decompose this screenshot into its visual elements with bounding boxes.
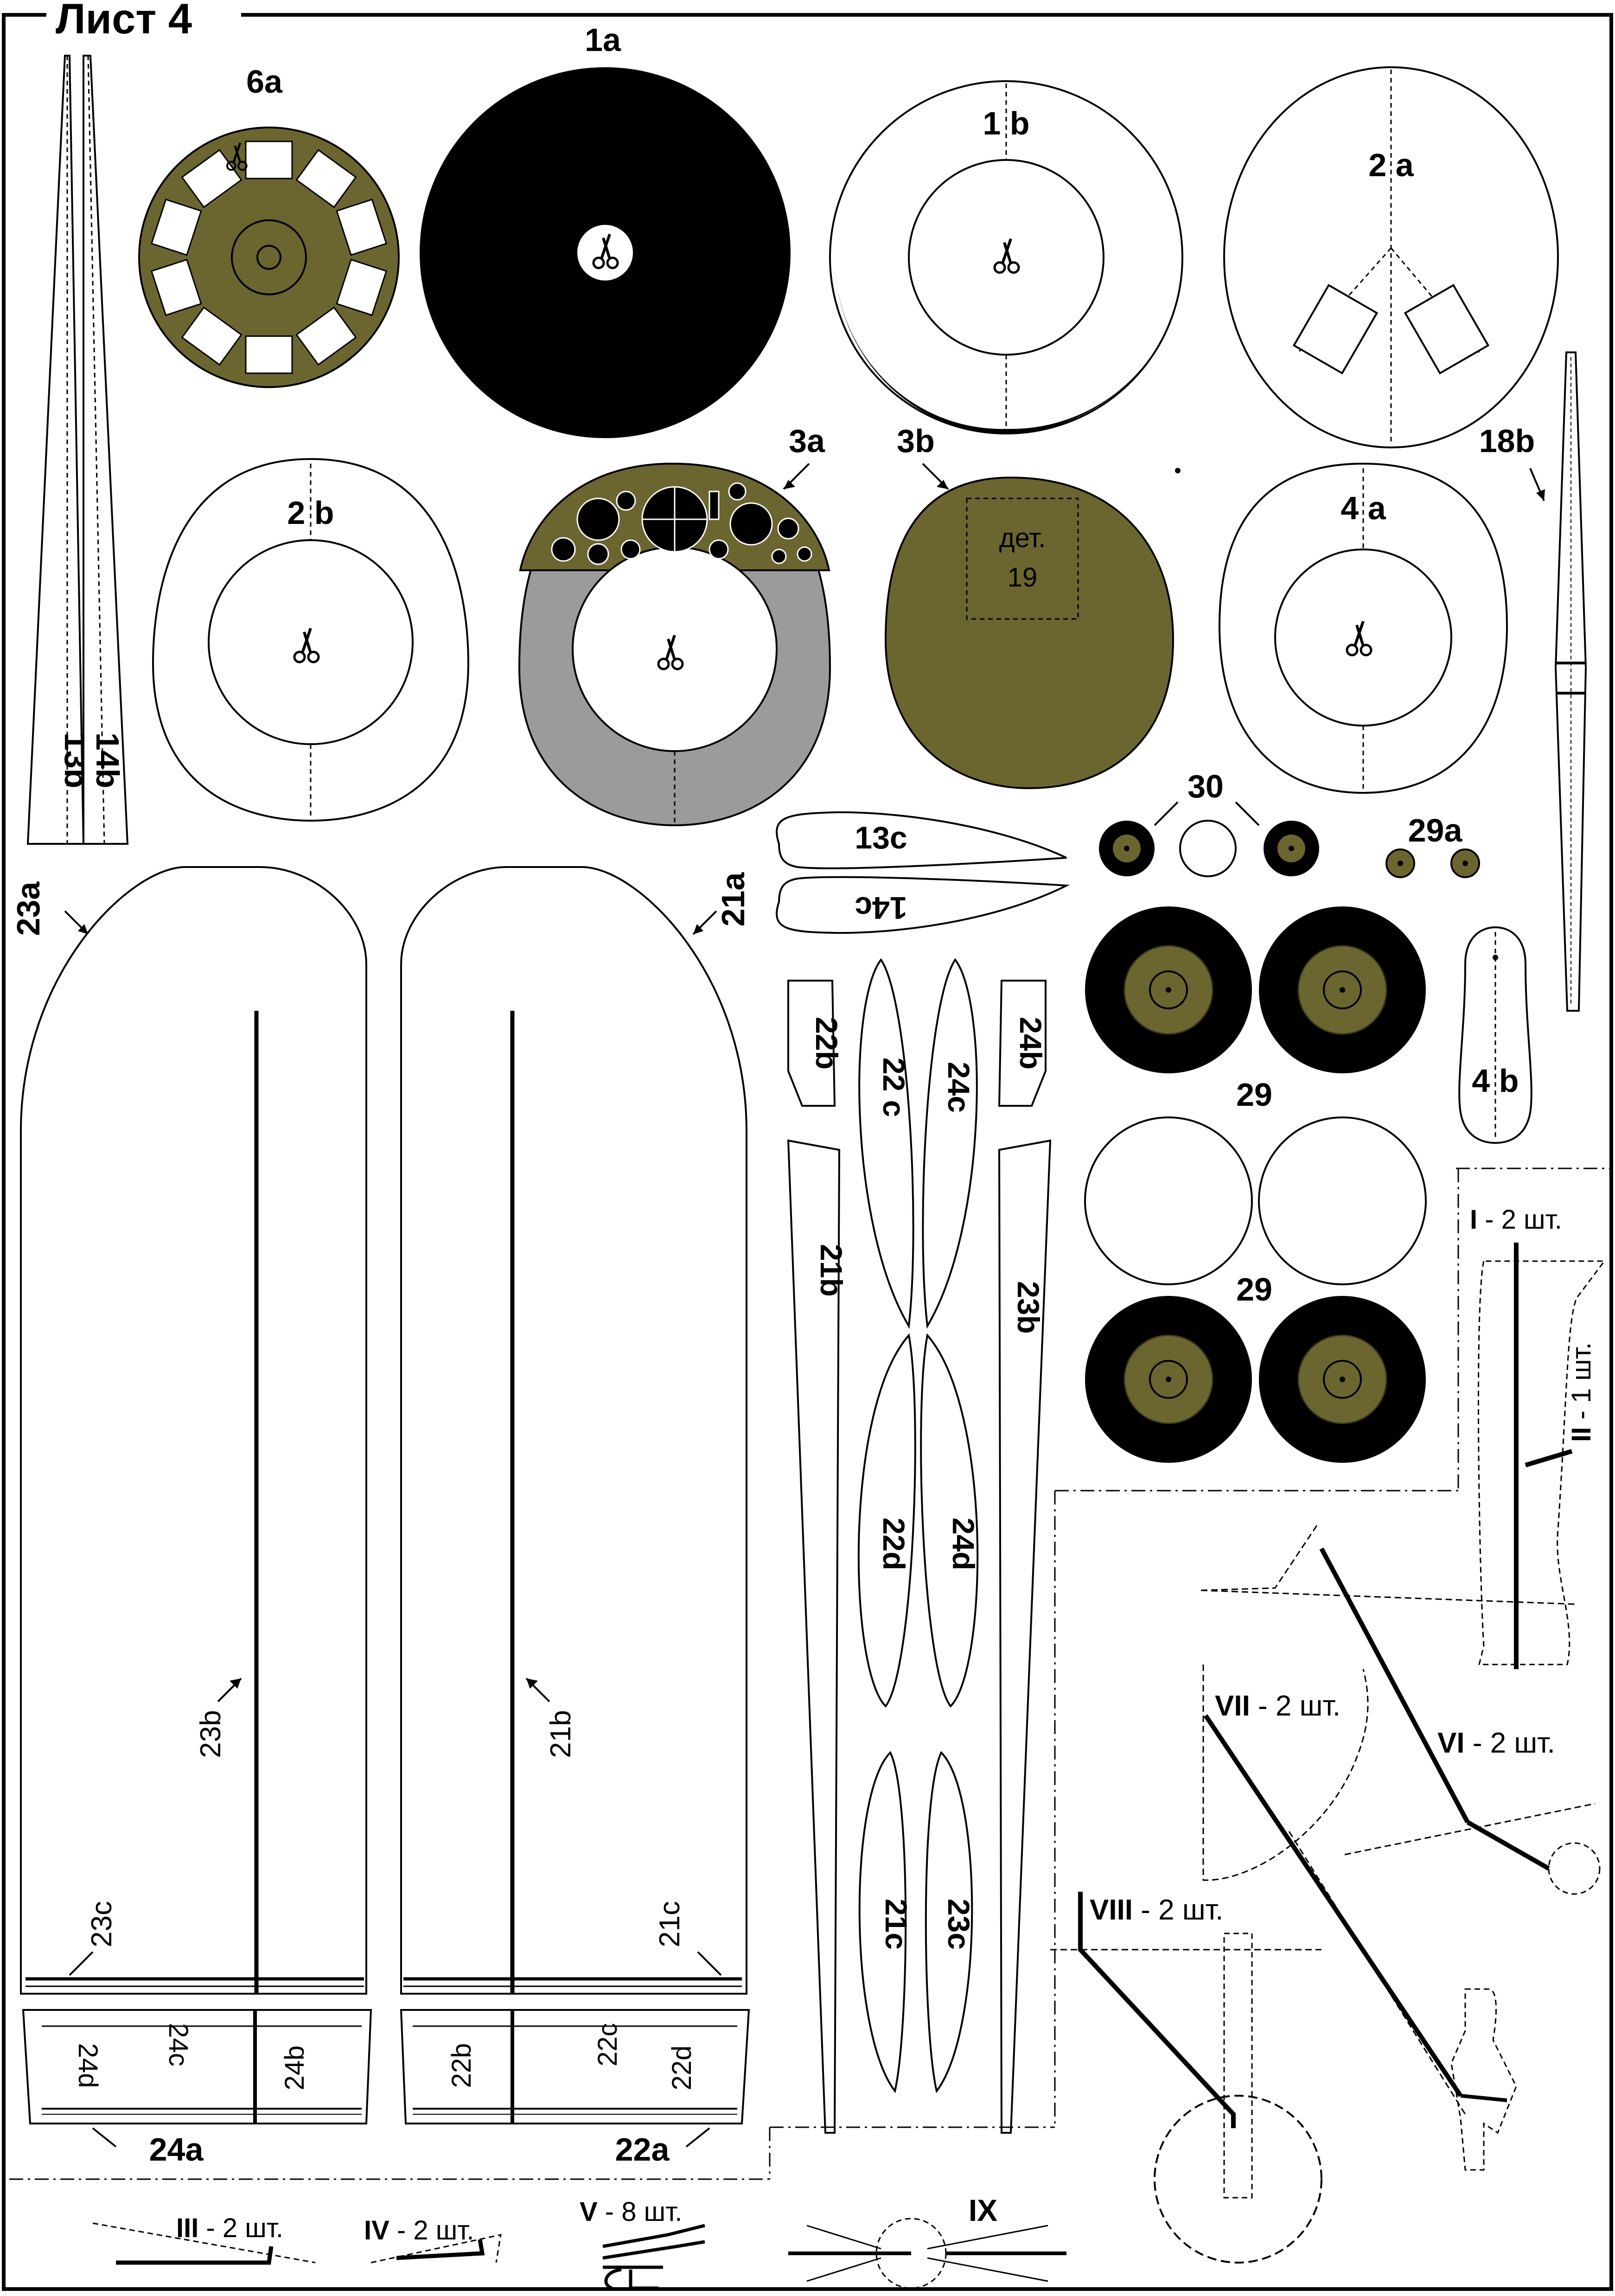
label-21c: 21c (879, 1899, 913, 1950)
wire-VII-label: VII - 2 шт. (1215, 1690, 1341, 1722)
label-18b: 18b (1479, 423, 1535, 459)
strip-14b: 14b (83, 55, 129, 845)
part-22c: 22 c (858, 958, 914, 1329)
part-29-wheels-lower (1085, 1296, 1426, 1463)
annotation-21b: 21b (545, 1710, 577, 1758)
strip-label-24c: 24c (163, 2023, 193, 2066)
label-24c: 24c (942, 1062, 976, 1113)
wire-V-label: V - 8 шт. (580, 2197, 682, 2227)
label-24b: 24b (1014, 1017, 1048, 1070)
label-23b: 23b (1011, 1281, 1046, 1334)
strip-label-22c: 22c (593, 2023, 623, 2066)
label-6a: 6a (246, 64, 283, 100)
label-1a: 1a (585, 22, 621, 58)
division-lines (9, 1167, 1611, 2180)
wire-IX-label: IX (969, 2193, 997, 2227)
label-14c: 14c (855, 890, 907, 925)
label-29-low: 29 (1236, 1271, 1272, 1307)
label-14b: 14b (89, 733, 126, 789)
annotation-23b: 23b (195, 1710, 227, 1758)
wire-part-I-II: I - 2 шт. II - 1 шт. (1470, 1205, 1606, 1669)
label-24a: 24a (149, 2131, 204, 2168)
part-1a: 1a (420, 22, 791, 438)
part-21b: 21b (787, 1139, 849, 2134)
part-3b: 3b дет. 19 (884, 423, 1181, 790)
label-3b-det: дет. (999, 523, 1046, 553)
label-29a: 29a (1408, 812, 1463, 848)
part-29a: 29a (1385, 812, 1480, 878)
part-24d: 24d (920, 1333, 981, 1708)
label-1b: 1 b (983, 105, 1029, 141)
label-3b: 3b (897, 423, 935, 459)
strip-label-24d: 24d (73, 2043, 103, 2088)
label-23c: 23c (942, 1899, 976, 1950)
part-23b: 23b (998, 1139, 1052, 2134)
part-13c: 13c (776, 811, 1067, 869)
label-4a: 4 a (1341, 490, 1386, 526)
part-21c: 21c (858, 1751, 913, 2093)
part-4b: 4 b (1458, 926, 1532, 1144)
part-22b: 22b (787, 980, 844, 1107)
part-4a: 4 a (1218, 462, 1508, 794)
wire-II-label: II - 1 шт. (1566, 1342, 1596, 1442)
strip-label-24b: 24b (280, 2046, 310, 2091)
part-23c: 23c (925, 1751, 976, 2093)
part-18b: 18b (1479, 351, 1587, 1012)
wire-IV-label: IV - 2 шт. (364, 2215, 474, 2245)
part-24b: 24b (998, 980, 1048, 1107)
label-24d: 24d (946, 1518, 981, 1570)
label-23a: 23a (10, 881, 46, 936)
label-3a: 3a (789, 423, 825, 459)
wire-III-label: III - 2 шт. (176, 2213, 283, 2243)
wire-part-VI-VII-VIII: VI - 2 шт. VII - 2 шт. VIII - 2 шт. (1050, 1525, 1601, 2264)
wire-part-III: III - 2 шт. (92, 2213, 316, 2265)
part-29-wheels-upper (1085, 906, 1426, 1073)
wire-part-IX: IX (788, 2193, 1066, 2289)
part-29-discs (1084, 1116, 1427, 1285)
wire-part-IV: IV - 2 шт. (364, 2215, 502, 2264)
sheet-border (2, 13, 1613, 2291)
label-3b-19: 19 (1008, 562, 1038, 593)
sheet-title: Лист 4 (56, 0, 192, 43)
part-3a: 3a (518, 423, 831, 827)
label-22b: 22b (810, 1017, 844, 1070)
part-30: 30 (1099, 768, 1319, 877)
part-6a: 6a (138, 64, 400, 388)
part-2a: 2 a (1223, 66, 1559, 448)
label-21b: 21b (814, 1244, 849, 1297)
part-21a: 21a 21b 21c (400, 866, 751, 1995)
part-1b: 1 b (829, 80, 1183, 434)
label-22a: 22a (615, 2131, 670, 2168)
annotation-23c: 23c (86, 1901, 118, 1947)
strip-label-22d: 22d (667, 2046, 697, 2091)
part-22d: 22d (857, 1333, 916, 1708)
part-23a: 23a 23b 23c (10, 866, 367, 1995)
part-2b: 2 b (152, 458, 470, 822)
label-2a: 2 a (1368, 147, 1414, 183)
part-24c: 24c (922, 958, 978, 1329)
label-4b: 4 b (1472, 1063, 1519, 1099)
label-13c: 13c (855, 820, 907, 855)
label-30: 30 (1187, 768, 1224, 804)
label-2b: 2 b (287, 495, 334, 531)
wire-VIII-label: VIII - 2 шт. (1090, 1894, 1223, 1926)
label-21a: 21a (715, 872, 751, 927)
wire-part-V: V - 8 шт. (580, 2197, 705, 2290)
strip-label-22b: 22b (447, 2043, 477, 2088)
label-22d: 22d (877, 1518, 911, 1570)
part-24a: 24d 24c 24b 24a (22, 2009, 372, 2168)
wire-VI-label: VI - 2 шт. (1437, 1727, 1555, 1759)
part-22a: 22b 22c 22d 22a (400, 2009, 750, 2168)
part-14c: 14c (776, 876, 1070, 934)
annotation-21c: 21c (654, 1901, 686, 1947)
label-22c: 22 c (877, 1058, 911, 1117)
label-29-mid: 29 (1236, 1077, 1272, 1113)
wire-I-label: I - 2 шт. (1470, 1205, 1562, 1235)
